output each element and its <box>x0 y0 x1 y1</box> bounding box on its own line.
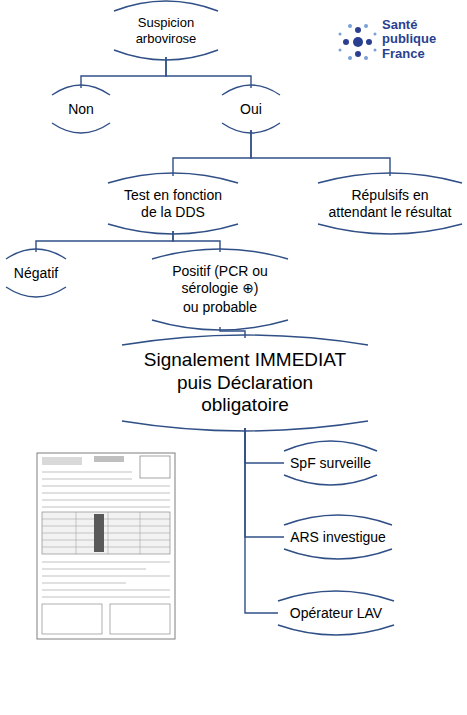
arc-stroke <box>52 85 110 133</box>
tree-connector <box>166 57 251 88</box>
result-box: Positif (PCR ou sérologie ⊕) ou probable <box>150 248 290 331</box>
choice-box: Non <box>50 84 112 134</box>
tree-connector <box>81 57 166 88</box>
start-box: Suspicion arbovirose <box>112 0 220 61</box>
actor-box: SpF surveille <box>282 440 379 486</box>
choice-box: Oui <box>220 84 282 134</box>
actor-box: Opérateur LAV <box>276 590 396 636</box>
form-illustration <box>36 452 178 642</box>
arc-stroke <box>222 85 280 133</box>
arc-stroke <box>318 173 462 234</box>
node-text: Positif (PCR ou sérologie ⊕) <box>160 263 280 297</box>
arc-stroke <box>114 1 218 60</box>
tree-connector <box>251 130 390 176</box>
action-box: Répulsifs en attendant le résultat <box>316 172 464 235</box>
tree-connector <box>36 231 173 252</box>
arc-stroke <box>6 249 66 297</box>
node-text: Négatif <box>14 265 58 282</box>
logo-dots <box>338 20 378 64</box>
arc-stroke <box>278 591 394 635</box>
node-text: Oui <box>240 101 262 118</box>
report-box: Signalement IMMEDIAT puis Déclaration ob… <box>120 334 370 432</box>
node-text: Non <box>68 101 94 118</box>
arc-stroke <box>122 335 368 431</box>
tree-connector <box>245 428 278 613</box>
node-text: SpF surveille <box>290 455 371 472</box>
node-subtext: ou probable <box>183 299 257 316</box>
node-text: Répulsifs en attendant le résultat <box>325 187 455 221</box>
result-box: Négatif <box>4 248 68 298</box>
tree-connector <box>173 130 251 176</box>
node-text: Suspicion arbovirose <box>126 15 206 46</box>
arc-stroke <box>108 173 238 234</box>
arc-stroke <box>284 515 392 559</box>
tree-connector <box>245 428 284 537</box>
node-text: Signalement IMMEDIAT puis Déclaration ob… <box>134 349 356 417</box>
arc-stroke <box>284 441 377 485</box>
actor-box: ARS investigue <box>282 514 394 560</box>
node-text: ARS investigue <box>290 529 386 546</box>
action-box: Test en fonction de la DDS <box>106 172 240 235</box>
node-text: Opérateur LAV <box>290 605 382 622</box>
arc-stroke <box>152 249 288 330</box>
logo-text: Santé publique France <box>382 18 452 61</box>
tree-connector <box>245 428 284 463</box>
node-text: Test en fonction de la DDS <box>118 187 228 221</box>
